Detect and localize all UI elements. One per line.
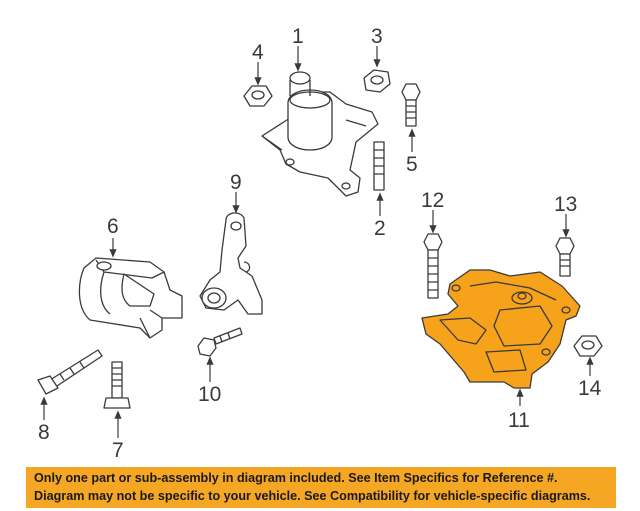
part-4-nut (243, 85, 273, 107)
part-12-bolt (423, 233, 443, 299)
callout-8: 8 (38, 421, 50, 444)
callout-7: 7 (112, 439, 124, 462)
callout-1: 1 (292, 25, 304, 48)
leader-lines (40, 46, 594, 438)
disclaimer-banner: Only one part or sub-assembly in diagram… (26, 467, 616, 508)
callout-13: 13 (554, 193, 578, 216)
parts-diagram (37, 46, 603, 438)
callout-4: 4 (252, 41, 264, 64)
part-3-nut (363, 69, 391, 93)
part-7-bolt (103, 361, 131, 409)
disclaimer-line-1: Only one part or sub-assembly in diagram… (34, 471, 558, 485)
part-8-bolt (37, 349, 103, 395)
callout-14: 14 (578, 377, 602, 400)
part-1-engine-mount (261, 71, 379, 197)
part-9-bracket (199, 212, 263, 315)
callout-11: 11 (508, 409, 530, 432)
part-14-nut (573, 335, 603, 357)
callout-5: 5 (406, 153, 418, 176)
callout-6: 6 (107, 215, 119, 238)
callout-2: 2 (374, 217, 386, 240)
callout-9: 9 (230, 171, 242, 194)
part-5-bolt (401, 83, 421, 127)
disclaimer-line-2: Diagram may not be specific to your vehi… (34, 489, 591, 503)
callout-10: 10 (198, 383, 222, 406)
part-10-bolt (197, 327, 243, 357)
part-2-stud (373, 141, 385, 191)
callout-3: 3 (371, 25, 383, 48)
part-13-bolt (555, 237, 575, 277)
part-6-trans-mount (78, 257, 183, 339)
callout-12: 12 (421, 189, 445, 212)
part-11-highlighted-mount (421, 269, 581, 389)
